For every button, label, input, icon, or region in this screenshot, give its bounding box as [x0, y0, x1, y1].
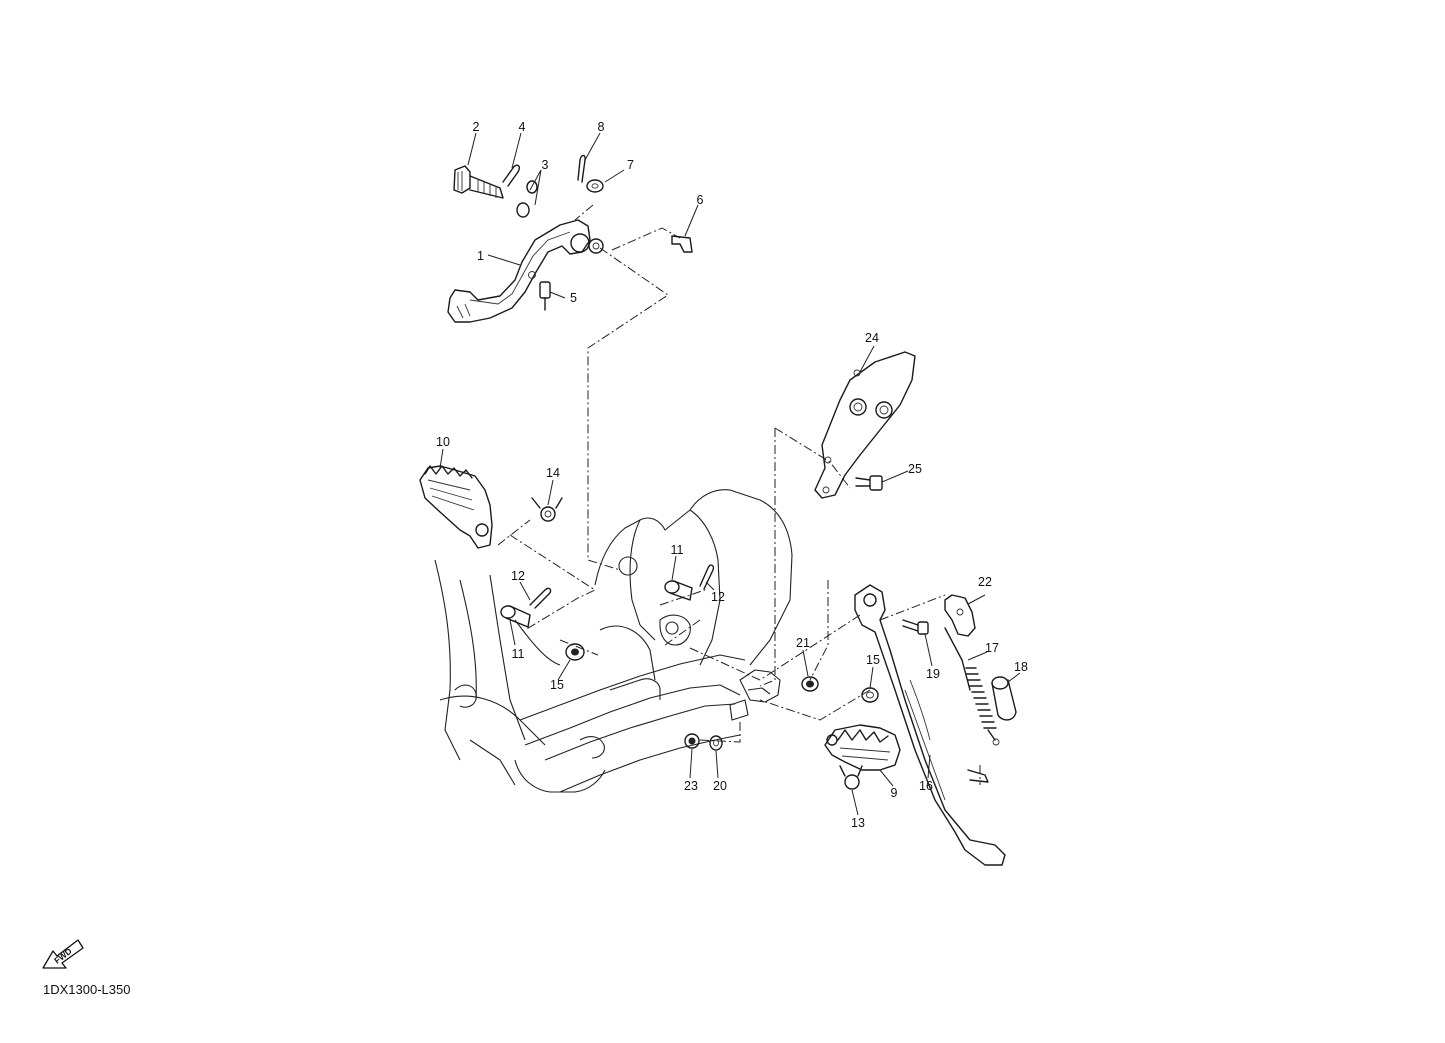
callout-18: 18 [1014, 660, 1028, 674]
footrest [419, 465, 493, 549]
bolt [902, 619, 929, 635]
callout-20: 20 [713, 779, 727, 793]
callout-2: 2 [473, 120, 480, 134]
cotter-pin [502, 164, 521, 187]
sleeve [991, 676, 1017, 721]
callout-15a: 15 [866, 653, 880, 667]
pin [500, 605, 531, 628]
cotter-pin [577, 154, 586, 183]
pivot-bolt [671, 235, 693, 253]
cotter-pin [529, 587, 552, 609]
guard-plate [814, 351, 916, 499]
callout-8: 8 [598, 120, 605, 134]
callout-24: 24 [865, 331, 879, 345]
cotter-pin [699, 564, 715, 590]
callout-4: 4 [519, 120, 526, 134]
part-number-callouts: 1 2 3 4 5 6 7 8 9 10 11 11 12 12 13 14 1… [436, 120, 1028, 830]
leader-lines [439, 132, 1021, 816]
diagram-code: 1DX1300-L350 [43, 982, 131, 997]
callout-21: 21 [796, 636, 810, 650]
bolt [539, 281, 551, 311]
callout-19: 19 [926, 667, 940, 681]
callout-12a: 12 [511, 569, 525, 583]
washer-hole [591, 183, 599, 189]
engine-frame-outline [434, 489, 793, 793]
callout-12b: 12 [711, 590, 725, 604]
bushing [801, 676, 819, 692]
callout-15b: 15 [550, 678, 564, 692]
nut [684, 733, 700, 749]
spring [944, 627, 1000, 746]
o-ring [526, 180, 538, 194]
callout-1: 1 [477, 249, 484, 263]
pin [664, 580, 693, 601]
callout-11a: 11 [671, 543, 684, 557]
callout-14: 14 [546, 466, 560, 480]
callout-6: 6 [697, 193, 704, 207]
spring [839, 765, 863, 790]
callout-11b: 11 [512, 647, 525, 661]
forward-arrow-icon: FWD [42, 939, 84, 969]
callout-5: 5 [570, 291, 577, 305]
brake-pedal [447, 219, 604, 323]
callout-23: 23 [684, 779, 698, 793]
sidestand [854, 584, 1006, 866]
collar [565, 643, 585, 661]
bracket [944, 594, 976, 637]
callout-16: 16 [919, 779, 933, 793]
washer [586, 179, 604, 193]
bolt [855, 475, 883, 491]
callout-10: 10 [436, 435, 450, 449]
spring [531, 497, 563, 522]
callout-25: 25 [908, 462, 922, 476]
callout-7: 7 [627, 158, 634, 172]
o-ring [516, 202, 530, 218]
footrest [824, 724, 901, 771]
callout-9: 9 [891, 786, 898, 800]
callout-13: 13 [851, 816, 865, 830]
shaft [453, 165, 504, 199]
callout-17: 17 [985, 641, 999, 655]
assembly-lines [497, 204, 981, 785]
callout-22: 22 [978, 575, 992, 589]
washer [709, 735, 723, 751]
callout-3: 3 [542, 158, 549, 172]
